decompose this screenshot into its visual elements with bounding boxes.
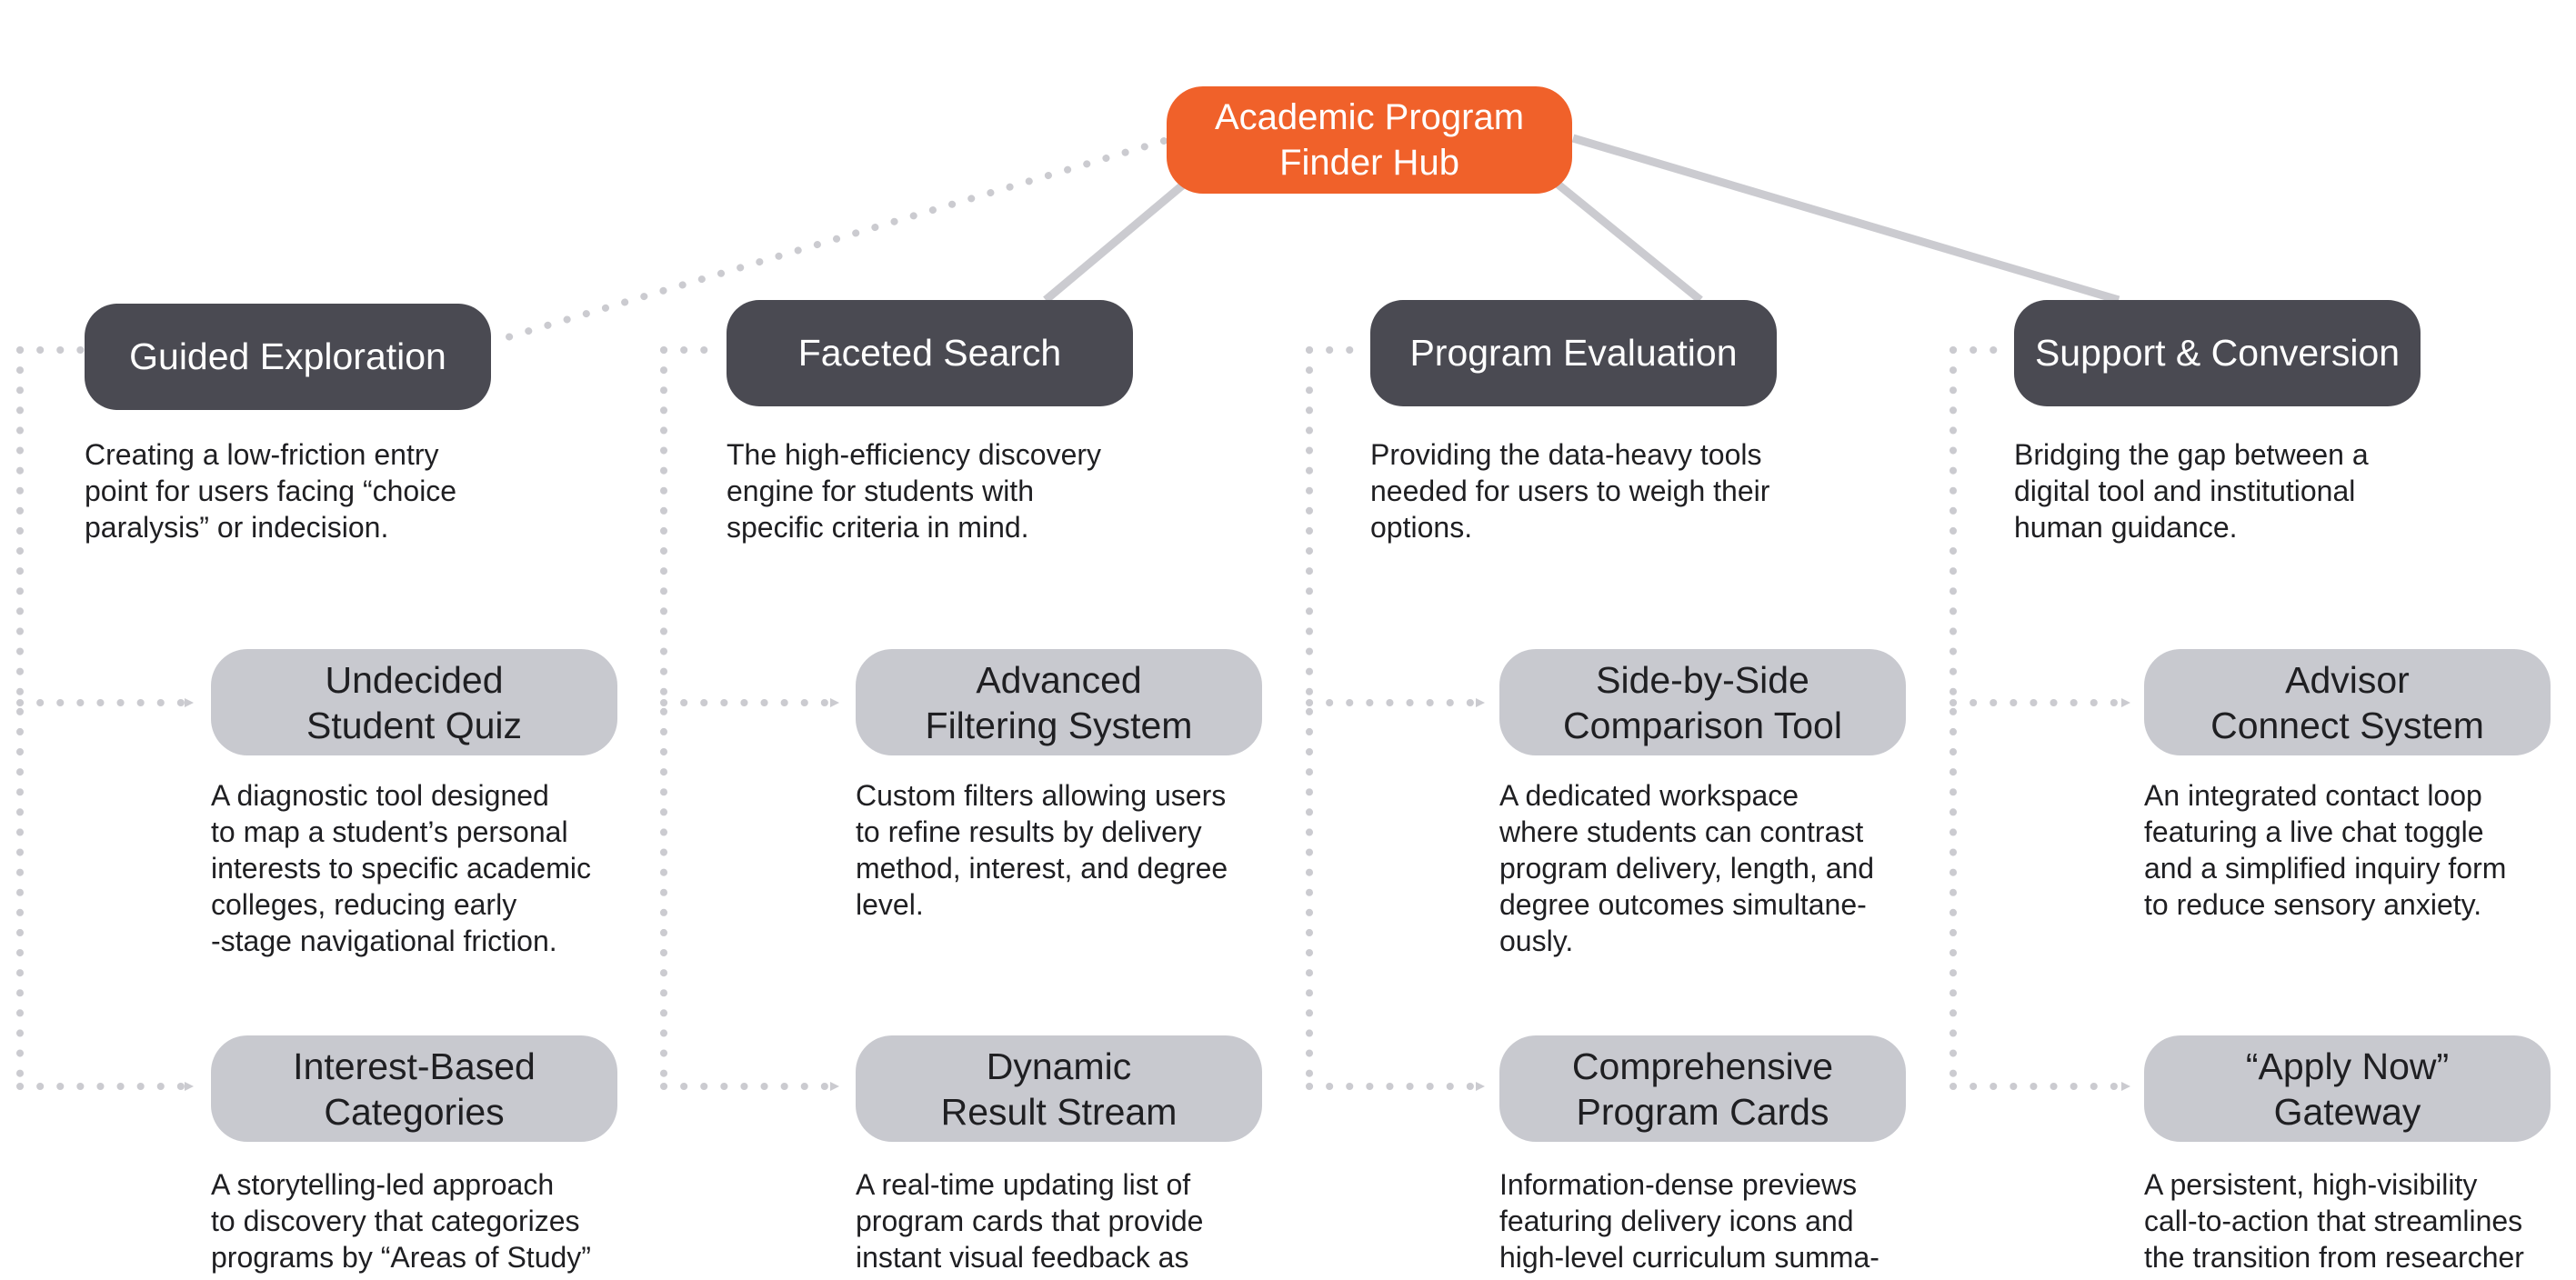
category-guided-exploration-description: Creating a low-friction entry point for …	[85, 438, 457, 544]
category-support-conversion-description: Bridging the gap between a digital tool …	[2014, 438, 2369, 544]
category-faceted-search: Faceted Search	[727, 300, 1133, 406]
feature-dynamic-result-stream-description: A real-time updating list of program car…	[856, 1168, 1204, 1274]
feature-undecided-student-quiz: Undecided Student Quiz	[211, 649, 617, 755]
feature-dynamic-result-stream: Dynamic Result Stream	[856, 1035, 1262, 1142]
hub-to-support-conversion-line	[1571, 134, 2120, 305]
category-guided-exploration: Guided Exploration	[85, 304, 491, 410]
category-support-conversion: Support & Conversion	[2014, 300, 2421, 406]
feature-side-by-side-comparison-tool: Side-by-Side Comparison Tool	[1499, 649, 1906, 755]
category-faceted-search-description: The high-efficiency discovery engine for…	[727, 438, 1102, 544]
category-program-evaluation: Program Evaluation	[1370, 300, 1777, 406]
feature-comprehensive-program-cards: Comprehensive Program Cards	[1499, 1035, 1906, 1142]
feature-advanced-filtering-system: Advanced Filtering System	[856, 649, 1262, 755]
hub-node: Academic Program Finder Hub	[1167, 86, 1572, 194]
feature-advisor-connect-system: Advisor Connect System	[2144, 649, 2551, 755]
hub-to-faceted-search-line	[1043, 178, 1189, 304]
feature-interest-based-categories-description: A storytelling-led approach to discovery…	[211, 1168, 591, 1274]
feature-advanced-filtering-system-description: Custom filters allowing users to refine …	[856, 779, 1228, 921]
hub-to-program-evaluation-line	[1552, 178, 1703, 304]
hub-to-guided-exploration-line	[492, 137, 1168, 345]
feature-comprehensive-program-cards-description: Information-dense previews featuring del…	[1499, 1168, 1879, 1274]
feature-side-by-side-comparison-tool-description: A dedicated workspace where students can…	[1499, 779, 1875, 957]
category-program-evaluation-description: Providing the data-heavy tools needed fo…	[1370, 438, 1770, 544]
feature-apply-now-gateway: “Apply Now” Gateway	[2144, 1035, 2551, 1142]
feature-apply-now-gateway-description: A persistent, high-visibility call-to-ac…	[2144, 1168, 2524, 1274]
feature-interest-based-categories: Interest-Based Categories	[211, 1035, 617, 1142]
feature-undecided-student-quiz-description: A diagnostic tool designed to map a stud…	[211, 779, 591, 957]
feature-advisor-connect-system-description: An integrated contact loop featuring a l…	[2144, 779, 2507, 921]
